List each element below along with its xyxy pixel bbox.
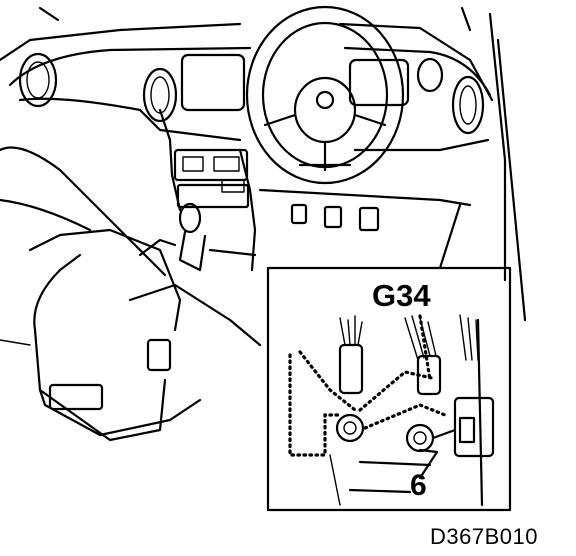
dashboard-outline xyxy=(8,46,492,272)
instrument-cluster xyxy=(180,53,485,135)
callout-number-6: 6 xyxy=(410,469,427,502)
seat xyxy=(0,146,262,442)
steering-wheel xyxy=(245,5,405,185)
left-vents xyxy=(18,52,178,123)
figure-id-label: D367B010 xyxy=(430,524,538,549)
centre-console xyxy=(173,148,250,272)
leader-line xyxy=(438,203,462,270)
pedals xyxy=(290,203,380,232)
windscreen-outline xyxy=(0,6,527,322)
connector-label-g34: G34 xyxy=(372,278,431,313)
detail-inset xyxy=(266,266,512,512)
